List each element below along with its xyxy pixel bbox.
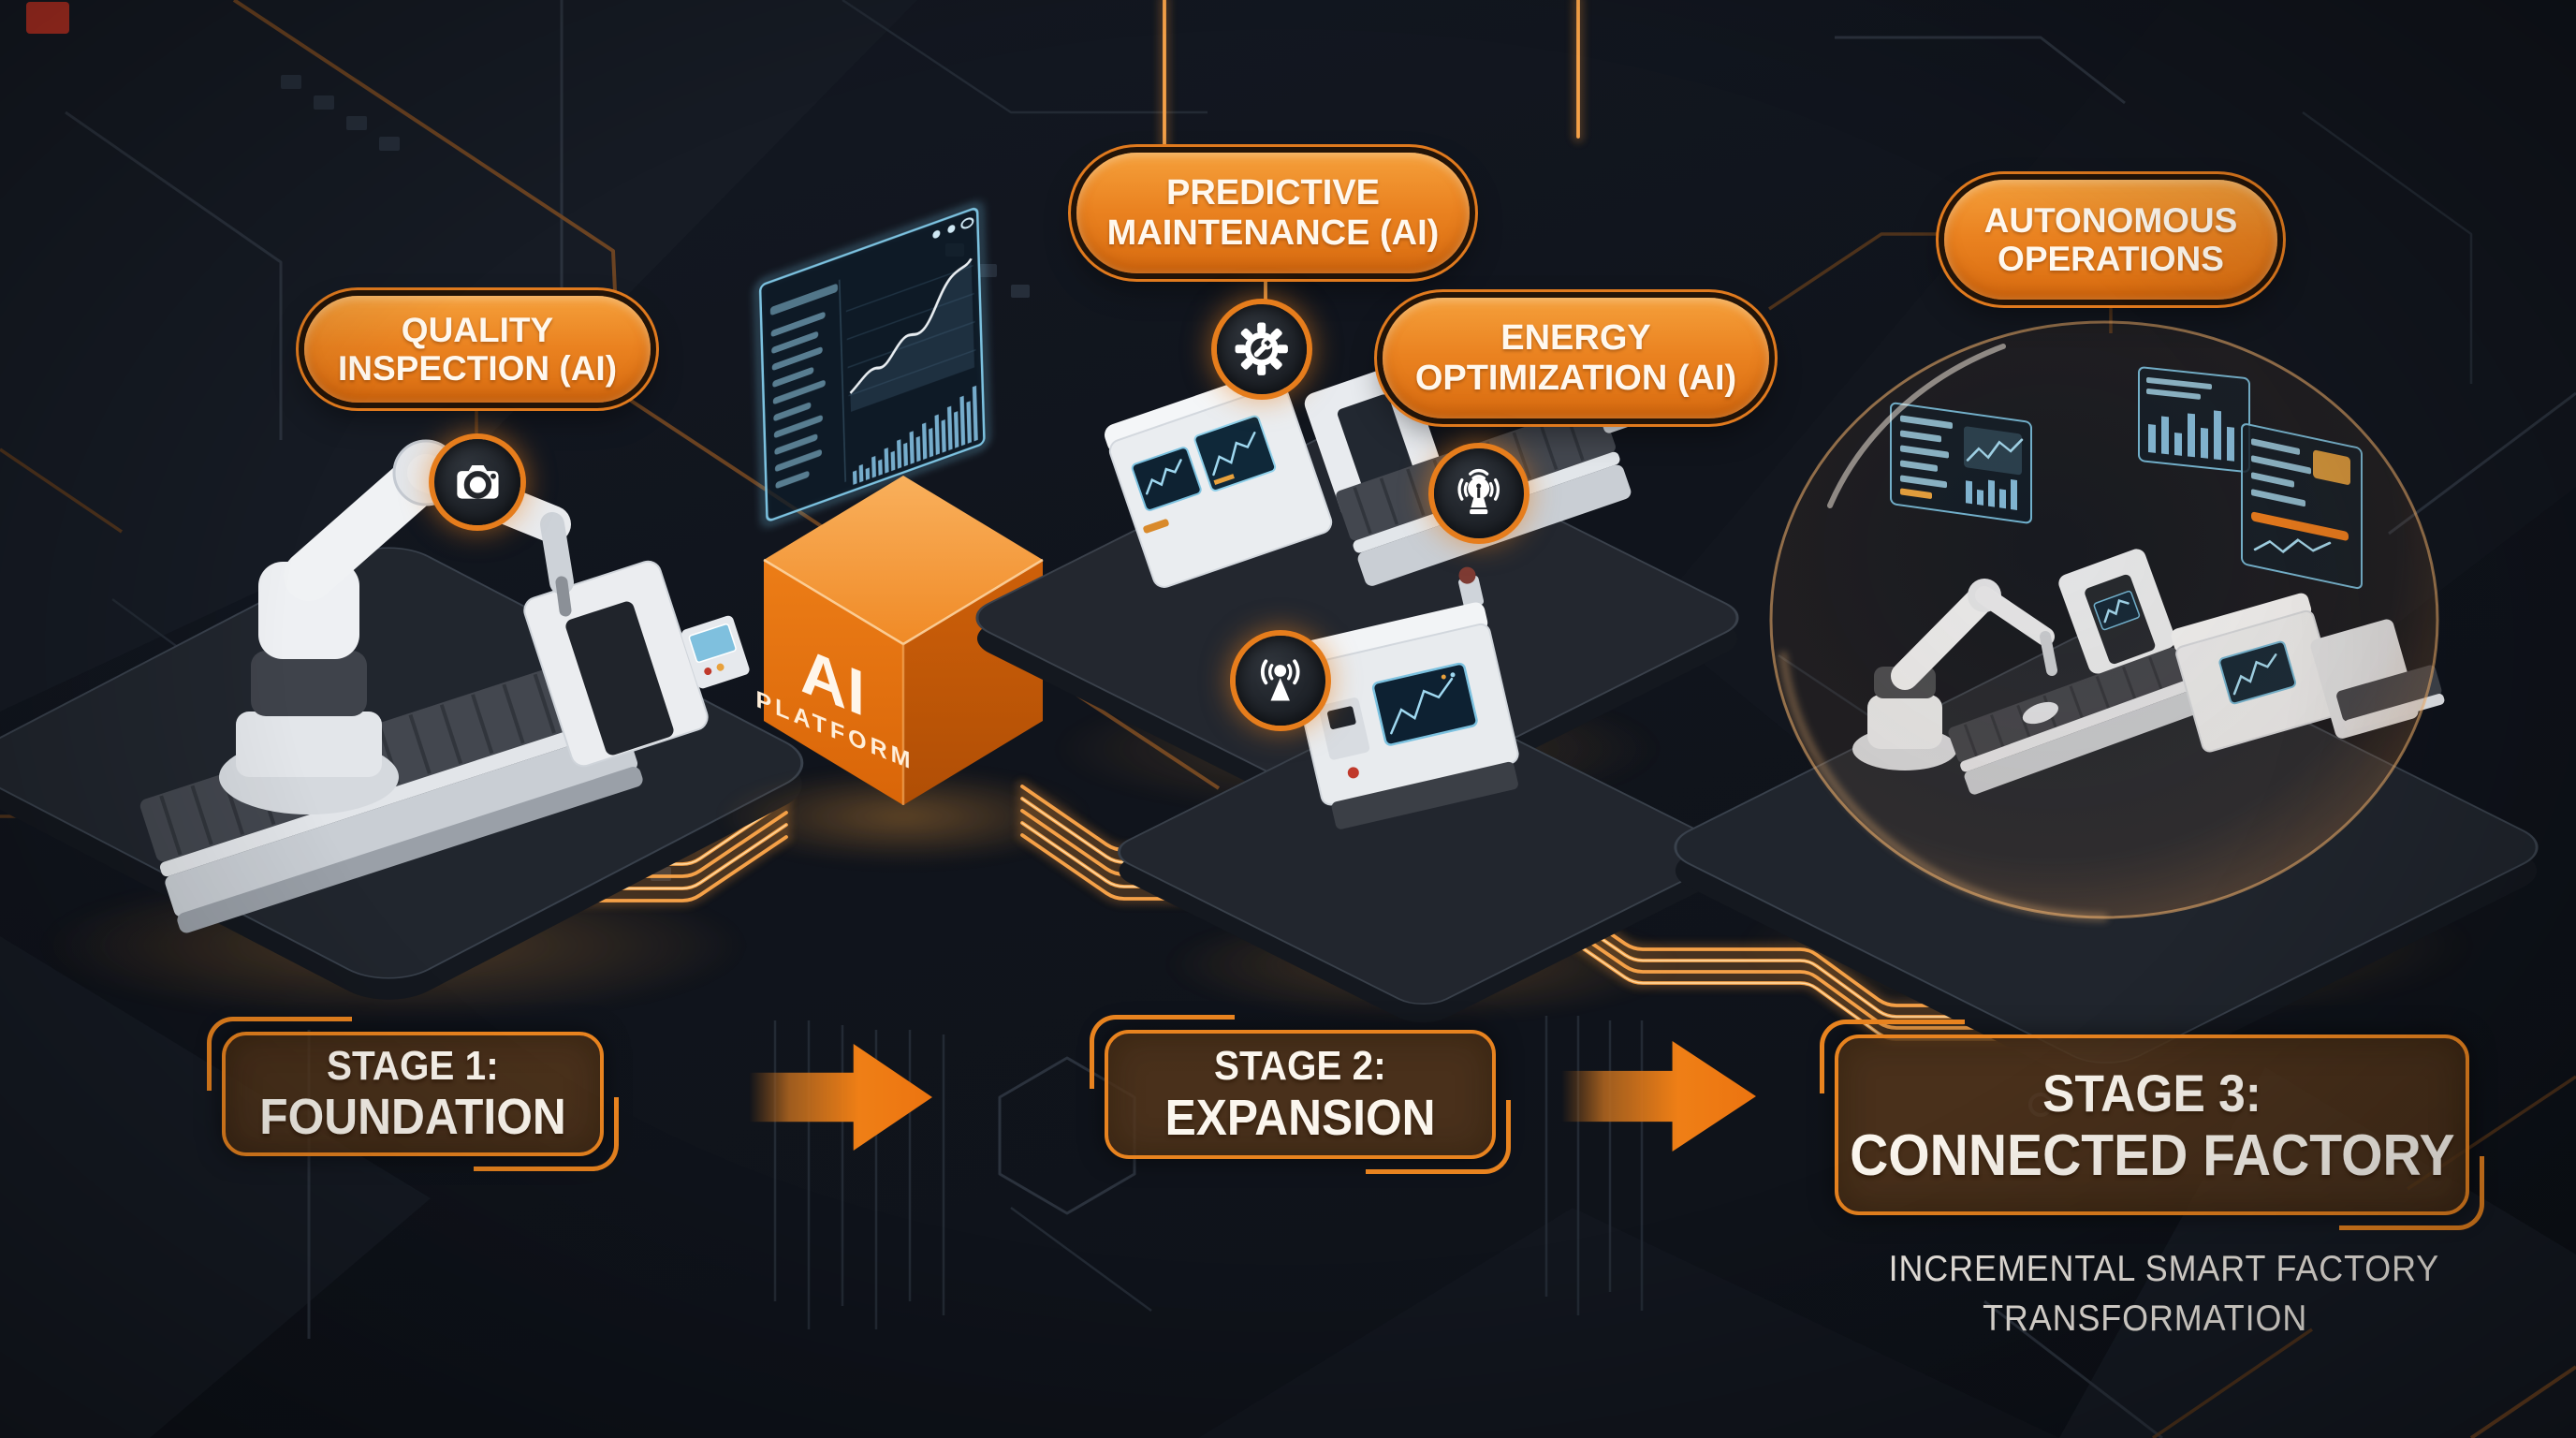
ai-platform-cube: AI PLATFORM — [716, 476, 1090, 863]
stage1-factory-scene — [0, 439, 804, 1020]
caption-line2: TRANSFORMATION — [1983, 1298, 2308, 1339]
stage3-label-line1: STAGE 3: — [2042, 1063, 2261, 1123]
stage1-label-line1: STAGE 1: — [327, 1042, 499, 1089]
badge-autonomous-line1: AUTONOMOUS — [1983, 200, 2238, 240]
badge-predictive-maintenance: PREDICTIVE MAINTENANCE (AI) — [1076, 153, 1470, 273]
stage2-label-line2: EXPANSION — [1164, 1089, 1436, 1146]
badge-autonomous-line2: OPERATIONS — [1998, 240, 2224, 278]
badge-energy-line2: OPTIMIZATION (AI) — [1414, 358, 1737, 398]
badge-quality-line2: INSPECTION (AI) — [337, 349, 618, 388]
badge-energy-optimization: ENERGY OPTIMIZATION (AI) — [1383, 298, 1769, 418]
dashboard-bar-chart — [852, 385, 978, 485]
stage3-label-line2: CONNECTED FACTORY — [1849, 1123, 2455, 1188]
stage3-label-box: STAGE 3: CONNECTED FACTORY — [1820, 1020, 2484, 1230]
badge-autonomous-operations: AUTONOMOUS OPERATIONS — [1944, 180, 2277, 300]
camera-icon — [434, 439, 520, 525]
smart-bulb-wireless-icon — [1434, 448, 1524, 538]
badge-quality-inspection: QUALITY INSPECTION (AI) — [304, 296, 651, 403]
stage3-connected-factory-scene — [1674, 320, 2539, 1087]
stage2-label-box: STAGE 2: EXPANSION — [1090, 1015, 1511, 1174]
gear-wrench-icon — [1217, 304, 1307, 394]
red-chip — [26, 2, 69, 34]
caption-line1: INCREMENTAL SMART FACTORY — [1888, 1249, 2440, 1289]
stage1-label-box: STAGE 1: FOUNDATION — [207, 1017, 619, 1171]
infographic-caption: INCREMENTAL SMART FACTORY TRANSFORMATION — [1865, 1245, 2439, 1343]
badge-predictive-line1: PREDICTIVE — [1165, 172, 1381, 213]
badge-predictive-line2: MAINTENANCE (AI) — [1106, 213, 1440, 253]
badge-energy-line1: ENERGY — [1500, 317, 1651, 358]
stage2-label-line1: STAGE 2: — [1214, 1043, 1386, 1089]
holo-dashboard-panel — [754, 202, 990, 527]
badge-quality-line1: QUALITY — [401, 310, 554, 349]
stage1-label-line2: FOUNDATION — [259, 1089, 566, 1146]
antenna-broadcast-icon — [1236, 636, 1325, 726]
stage2-lower-machine-scene — [1118, 566, 1728, 1023]
